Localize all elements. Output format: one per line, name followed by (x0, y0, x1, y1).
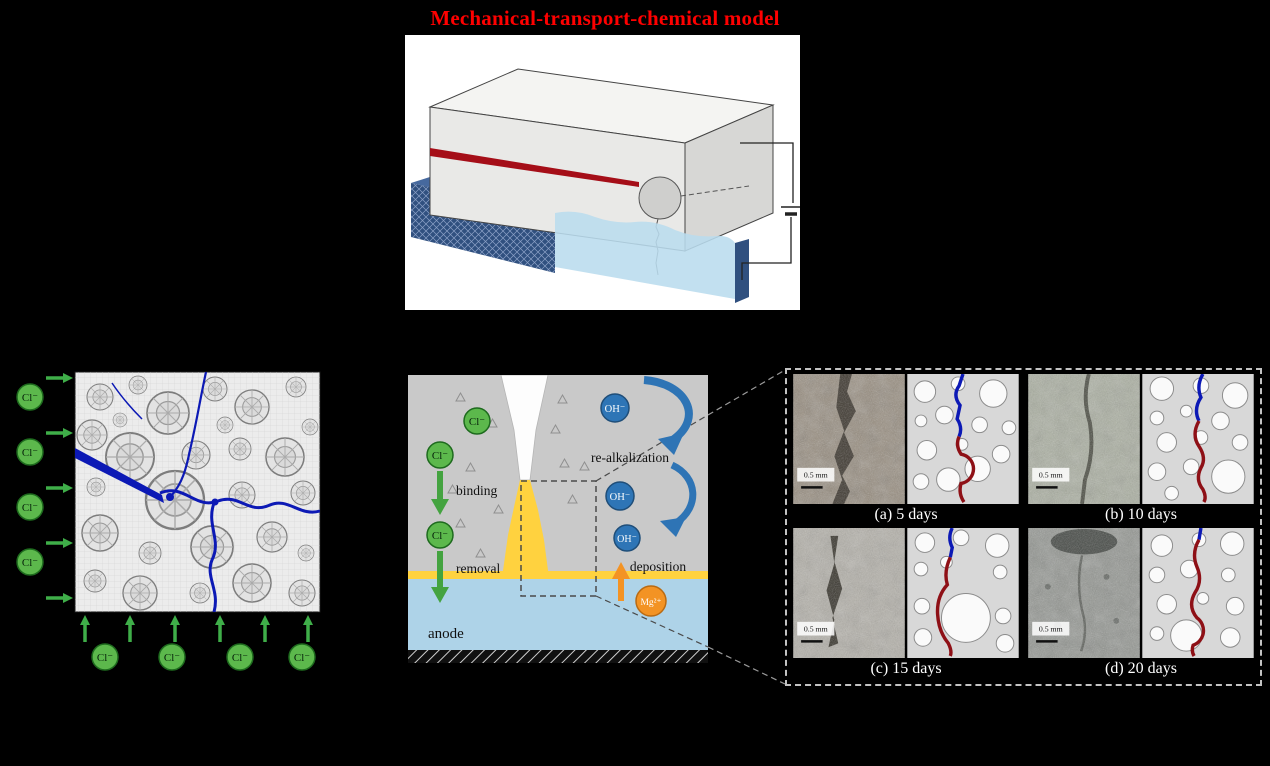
chloride-ion-icons: Cl⁻ Cl⁻ Cl⁻ Cl⁻ Cl⁻ Cl⁻ Cl⁻ Cl⁻ (16, 383, 316, 671)
svg-text:Cl⁻: Cl⁻ (22, 557, 38, 569)
concrete-specimen-block (428, 68, 775, 252)
hydroxide-ion-icon: OH⁻ (613, 524, 641, 552)
chloride-flux-arrows-left (46, 373, 73, 603)
anode-label: anode (428, 626, 464, 642)
crack-sound-part (948, 528, 955, 558)
caption-b: (b) 10 days (1105, 506, 1177, 523)
deposition-arrow (612, 562, 630, 601)
hydroxide-ion-icon: OH⁻ (605, 481, 635, 511)
specimen-electrolyte-cell-diagram (405, 35, 801, 310)
result-cell-b: 0.5 mm (b) 10 days (1028, 374, 1254, 524)
simulation-image-20-days (1142, 528, 1254, 658)
re-alkalization-arrows (643, 376, 697, 537)
svg-text:0.5 mm: 0.5 mm (804, 625, 828, 634)
test-setup-panel (405, 35, 801, 310)
simulation-image-10-days (1142, 374, 1254, 504)
electrolyte-water (555, 211, 735, 299)
re-alkalization-label: re-alkalization (591, 450, 669, 465)
experiment-vs-simulation-panel: 0.5 mm (a) 5 days (785, 368, 1262, 686)
magnesium-ion-icon: Mg²⁺ (635, 585, 667, 617)
svg-text:Cl⁻: Cl⁻ (22, 447, 38, 459)
svg-text:Cl⁻: Cl⁻ (232, 652, 248, 664)
concrete-matrix (408, 375, 708, 578)
result-cell-c: 0.5 mm (c) 15 days (793, 528, 1019, 678)
crack-sound-part (1197, 528, 1203, 541)
crack-pattern (75, 372, 320, 612)
svg-text:Cl⁻: Cl⁻ (432, 450, 448, 462)
scale-bar: 0.5 mm (797, 621, 835, 643)
simulation-image-15-days (907, 528, 1019, 658)
rebar-cross-section (638, 176, 682, 220)
chloride-ion-icon: Cl⁻ (426, 521, 454, 549)
hydroxide-ion-icon: OH⁻ (600, 393, 630, 423)
svg-text:Mg²⁺: Mg²⁺ (640, 598, 661, 608)
svg-text:Cl⁻: Cl⁻ (294, 652, 310, 664)
simulation-image-5-days (907, 374, 1019, 504)
result-cell-d: 0.5 mm (d) 20 days (1028, 528, 1254, 678)
aggregate-mesh (75, 372, 320, 612)
crack-sound-part (954, 374, 965, 438)
svg-text:Cl⁻: Cl⁻ (432, 530, 448, 542)
experiment-photo-20-days: 0.5 mm (1028, 528, 1140, 658)
deposit-layer (408, 571, 708, 579)
chloride-flux-arrows-bottom (80, 615, 313, 642)
callout-line-bottom (595, 595, 709, 648)
chloride-ion-icon: Cl⁻ (426, 441, 454, 469)
pre-crack (430, 148, 639, 187)
result-cell-a: 0.5 mm (a) 5 days (793, 374, 1019, 524)
aggregate-circles (1147, 376, 1249, 501)
removal-arrow (431, 551, 449, 603)
svg-text:Cl⁻: Cl⁻ (22, 392, 38, 404)
svg-text:0.5 mm: 0.5 mm (804, 471, 828, 480)
svg-text:OH⁻: OH⁻ (605, 404, 626, 415)
svg-text:OH⁻: OH⁻ (617, 534, 637, 545)
crack-healed-part (935, 556, 953, 657)
electric-circuit (740, 142, 801, 280)
crack-chemistry-diagram: Cl⁻ Cl⁻ Cl⁻ OH⁻ OH⁻ OH⁻ Mg²⁺ binding rem… (408, 374, 709, 663)
deposition-label: deposition (630, 559, 686, 574)
chloride-ion-icon: Cl⁻ (463, 407, 491, 435)
crack-healed-part (955, 435, 976, 503)
magnified-region-box (520, 480, 597, 597)
fe-mesh-panel: Cl⁻ Cl⁻ Cl⁻ Cl⁻ Cl⁻ Cl⁻ Cl⁻ Cl⁻ (0, 365, 345, 675)
aggregate-debris-marks (447, 391, 590, 558)
experiment-photo-5-days: 0.5 mm (793, 374, 905, 504)
svg-text:OH⁻: OH⁻ (610, 492, 631, 503)
scale-bar: 0.5 mm (1032, 467, 1070, 489)
binding-label: binding (456, 483, 498, 498)
crack-deposit (502, 480, 549, 578)
aggregate-circles (913, 529, 1015, 653)
section-dashed-line (680, 185, 750, 197)
svg-text:Cl⁻: Cl⁻ (164, 652, 180, 664)
magnification-callout-lines (708, 369, 785, 685)
svg-text:Cl⁻: Cl⁻ (97, 652, 113, 664)
chemical-mechanism-panel: Cl⁻ Cl⁻ Cl⁻ OH⁻ OH⁻ OH⁻ Mg²⁺ binding rem… (408, 374, 709, 665)
figure-title: Mechanical-transport-chemical model (430, 6, 780, 30)
svg-text:Cl⁻: Cl⁻ (22, 502, 38, 514)
mesh-with-chloride-ingress: Cl⁻ Cl⁻ Cl⁻ Cl⁻ Cl⁻ Cl⁻ Cl⁻ Cl⁻ (16, 371, 321, 671)
experiment-photo-15-days: 0.5 mm (793, 528, 905, 658)
removal-label: removal (456, 561, 500, 576)
crack-sound-part (1194, 374, 1205, 422)
crack-healed-part (1193, 420, 1207, 503)
caption-a: (a) 5 days (874, 506, 938, 523)
anode-electrode-bar (408, 650, 708, 663)
svg-text:0.5 mm: 0.5 mm (1039, 471, 1063, 480)
caption-d: (d) 20 days (1105, 660, 1177, 677)
svg-text:Cl⁻: Cl⁻ (469, 416, 485, 428)
scale-bar: 0.5 mm (1032, 621, 1070, 643)
svg-text:0.5 mm: 0.5 mm (1039, 625, 1063, 634)
binding-arrow (431, 471, 449, 515)
experiment-photo-10-days: 0.5 mm (1028, 374, 1140, 504)
callout-line-top (595, 414, 709, 482)
crack-healed-part (1189, 538, 1206, 657)
scale-bar: 0.5 mm (797, 467, 835, 489)
caption-c: (c) 15 days (870, 660, 942, 677)
